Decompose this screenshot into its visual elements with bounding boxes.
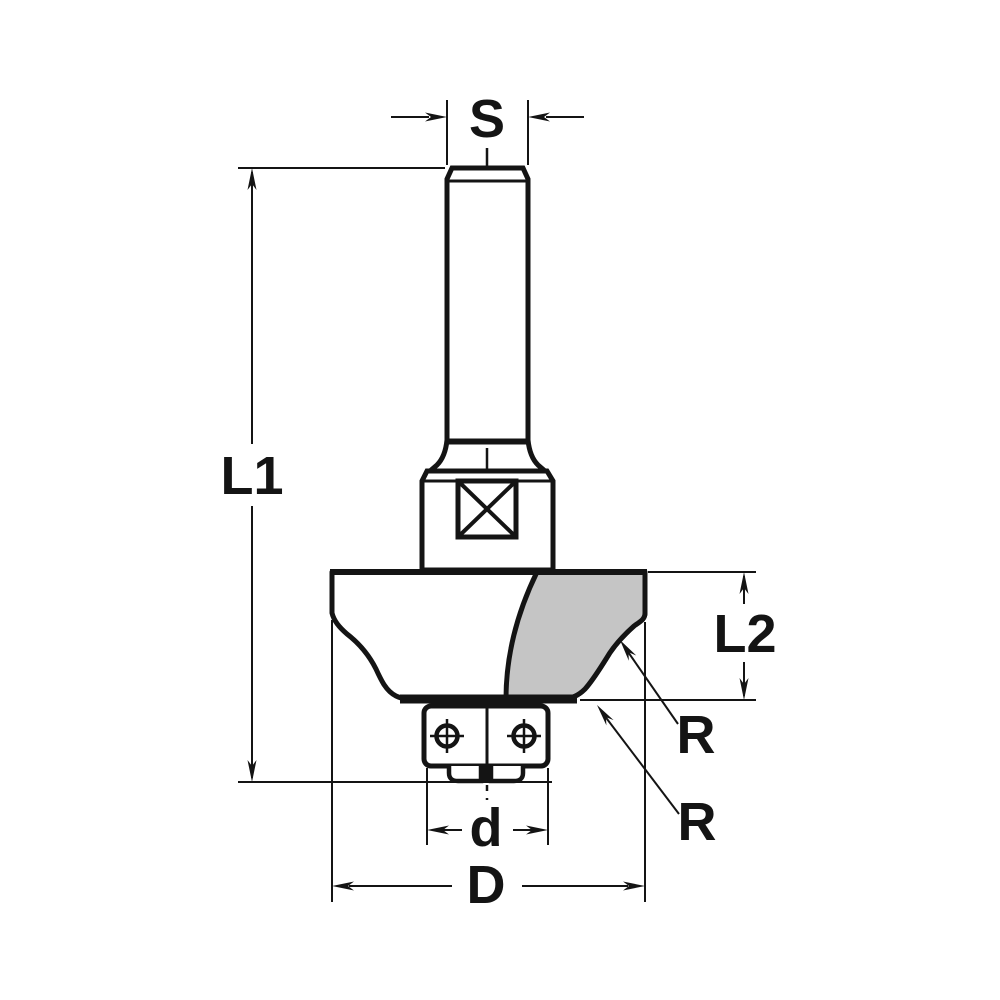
dim-shank-diameter: S — [391, 89, 584, 165]
arrowhead — [528, 112, 550, 122]
bearing-screw-left — [430, 719, 464, 753]
arrowhead — [597, 705, 614, 726]
arrowhead — [332, 881, 354, 891]
label-shank-diameter: S — [469, 89, 505, 149]
arrowhead — [739, 572, 749, 594]
bearing — [421, 703, 551, 769]
flute-face-line — [503, 570, 540, 700]
screw-slot — [480, 764, 492, 783]
retaining-screw — [446, 764, 526, 784]
leader-radius-upper: R — [620, 640, 716, 765]
arrowhead — [247, 760, 257, 782]
bearing-screw-right — [507, 719, 541, 753]
label-cutting-length: L2 — [713, 604, 776, 664]
arrowhead — [247, 168, 257, 190]
cutter-head — [329, 569, 648, 704]
label-bearing-diameter: d — [470, 798, 503, 858]
dim-cutting-length: L2 — [580, 571, 777, 701]
label-radius-upper: R — [677, 705, 716, 765]
dim-cutting-diameter: D — [331, 620, 646, 915]
label-radius-lower: R — [678, 792, 717, 852]
shank — [444, 165, 531, 445]
carbide-cutting-edge — [505, 572, 645, 699]
arrowhead — [623, 881, 645, 891]
arrowhead — [620, 640, 637, 661]
collar-x-box — [455, 478, 519, 540]
label-overall-length: L1 — [220, 446, 283, 506]
label-cutting-diameter: D — [467, 855, 506, 915]
dim-overall-length: L1 — [220, 167, 552, 783]
leader-radius-lower: R — [597, 705, 717, 852]
shank-fillet — [428, 439, 547, 473]
arrowhead — [427, 825, 449, 835]
dim-bearing-diameter: d — [426, 768, 549, 858]
collar — [419, 468, 556, 573]
arrowhead — [425, 112, 447, 122]
arrowhead — [526, 825, 548, 835]
arrowhead — [739, 678, 749, 700]
